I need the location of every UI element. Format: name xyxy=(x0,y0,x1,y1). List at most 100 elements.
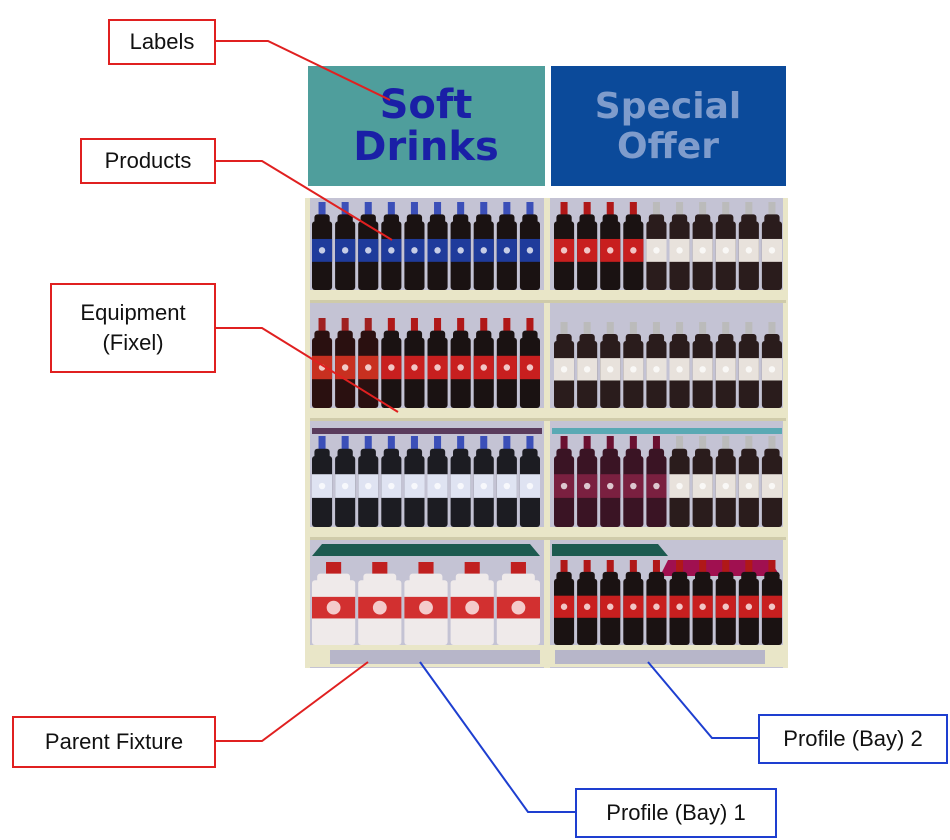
product-bottle xyxy=(450,562,494,645)
sign-soft-drinks xyxy=(308,66,545,186)
product-bottle xyxy=(577,560,598,645)
sign-soft-drinks-line2: Drinks xyxy=(353,124,499,170)
product-bottle xyxy=(473,318,494,408)
product-bottle xyxy=(692,202,713,290)
leader-labels xyxy=(214,40,391,101)
product-bottle xyxy=(646,202,667,290)
product-bottle xyxy=(669,322,690,408)
product-bottle xyxy=(381,202,402,290)
leader-equipment xyxy=(214,327,399,413)
product-bottle xyxy=(358,436,379,527)
product-bottle xyxy=(646,436,667,527)
product-bottle xyxy=(715,560,736,645)
product-bottle xyxy=(623,202,644,290)
product-bottle xyxy=(312,562,356,645)
shelf-3-top-lip xyxy=(312,428,542,434)
product-bottle xyxy=(404,202,425,290)
callout-parent-fixture-text: Parent Fixture xyxy=(44,729,184,755)
product-bottle xyxy=(496,562,540,645)
callout-parent-fixture: Parent Fixture xyxy=(12,716,216,768)
product-bottle xyxy=(404,436,425,527)
product-bottle xyxy=(554,202,575,290)
products-row1-right xyxy=(554,202,782,290)
product-bottle xyxy=(381,436,402,527)
shelf-1 xyxy=(310,290,786,303)
product-bottle xyxy=(669,560,690,645)
bottom-left-canopy xyxy=(312,544,540,556)
product-bottle xyxy=(715,322,736,408)
leader-profile-bay-1 xyxy=(419,661,575,813)
product-bottle xyxy=(554,560,575,645)
product-bottle xyxy=(669,202,690,290)
shelf-3-right-top-lip xyxy=(552,428,782,434)
sign-soft-drinks-line1: Soft xyxy=(380,82,473,128)
callout-equipment: Equipment (Fixel) xyxy=(50,283,216,373)
callout-labels-text: Labels xyxy=(129,29,195,55)
product-bottle xyxy=(519,202,540,290)
product-bottle xyxy=(623,322,644,408)
sign-special-offer-line1: Special xyxy=(595,86,741,127)
products-row4-right xyxy=(554,560,782,645)
product-bottle xyxy=(519,436,540,527)
sign-special-offer xyxy=(551,66,786,186)
right-upright xyxy=(783,198,788,668)
product-bottle xyxy=(427,436,448,527)
product-bottle xyxy=(335,436,356,527)
product-bottle xyxy=(381,318,402,408)
callout-profile-bay-2: Profile (Bay) 2 xyxy=(758,714,948,764)
product-bottle xyxy=(577,322,598,408)
products-row3-right xyxy=(554,436,782,527)
product-bottle xyxy=(358,562,402,645)
product-bottle xyxy=(669,436,690,527)
product-bottle xyxy=(692,436,713,527)
callout-profile-bay-2-text: Profile (Bay) 2 xyxy=(783,726,923,752)
left-upright xyxy=(305,198,310,668)
product-bottle xyxy=(715,202,736,290)
product-bottle xyxy=(761,322,782,408)
callout-labels: Labels xyxy=(108,19,216,65)
product-bottle xyxy=(738,436,759,527)
base-shelf xyxy=(305,645,788,667)
products-row1-left xyxy=(312,202,540,290)
product-bottle xyxy=(335,318,356,408)
leader-profile-bay-2 xyxy=(647,661,760,739)
callout-products-text: Products xyxy=(104,148,192,174)
callout-products: Products xyxy=(80,138,216,184)
product-bottle xyxy=(600,560,621,645)
product-bottle xyxy=(450,318,471,408)
product-bottle xyxy=(335,202,356,290)
products-row4-left xyxy=(312,562,540,645)
callout-equipment-line2: (Fixel) xyxy=(102,330,164,355)
product-bottle xyxy=(473,202,494,290)
bottom-right-canopy-1 xyxy=(552,544,668,556)
product-bottle xyxy=(427,318,448,408)
product-bottle xyxy=(554,436,575,527)
callout-equipment-line1: Equipment xyxy=(80,300,186,326)
product-bottle xyxy=(715,436,736,527)
product-bottle xyxy=(692,560,713,645)
products-row2-right xyxy=(554,322,782,408)
product-bottle xyxy=(600,202,621,290)
product-bottle xyxy=(312,436,333,527)
product-bottle xyxy=(646,560,667,645)
products-row2-left xyxy=(312,318,540,408)
leader-parent-fixture xyxy=(214,661,369,742)
product-bottle xyxy=(761,560,782,645)
product-bottle xyxy=(692,322,713,408)
product-bottle xyxy=(312,202,333,290)
product-bottle xyxy=(358,202,379,290)
product-bottle xyxy=(450,202,471,290)
product-bottle xyxy=(404,562,448,645)
product-bottle xyxy=(623,436,644,527)
product-bottle xyxy=(404,318,425,408)
product-bottle xyxy=(600,322,621,408)
product-bottle xyxy=(519,318,540,408)
product-bottle xyxy=(496,202,517,290)
product-bottle xyxy=(473,436,494,527)
product-bottle xyxy=(554,322,575,408)
product-bottle xyxy=(738,322,759,408)
leader-products xyxy=(214,160,393,241)
product-bottle xyxy=(738,560,759,645)
product-bottle xyxy=(600,436,621,527)
